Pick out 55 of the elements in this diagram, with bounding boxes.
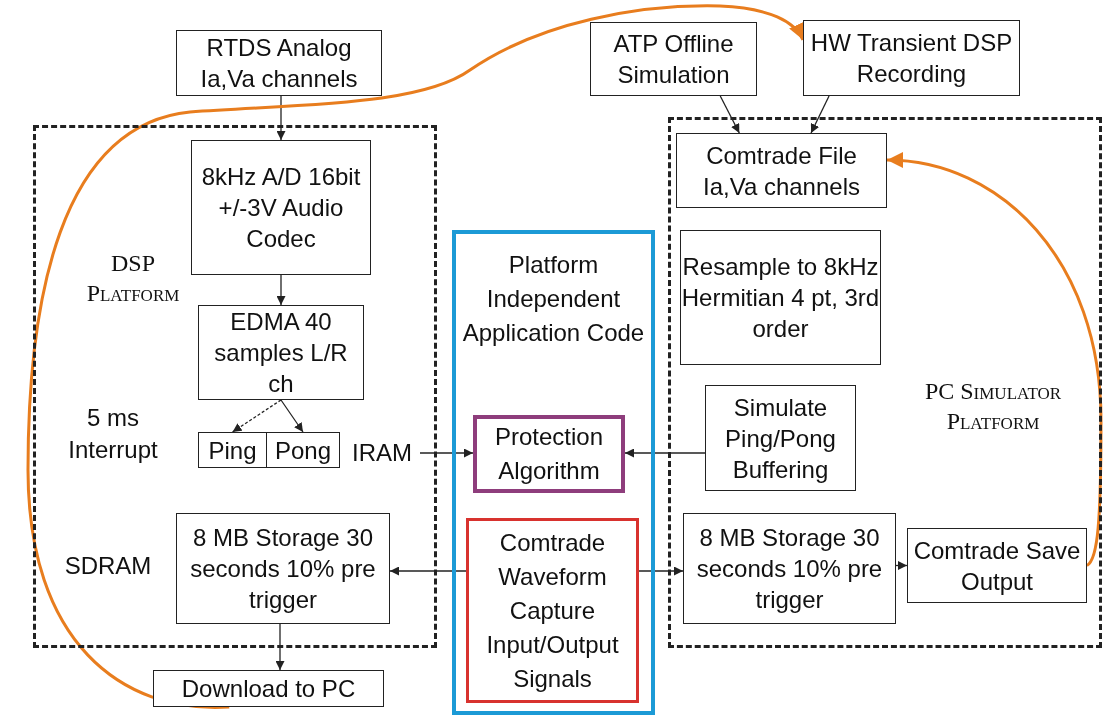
process-box	[705, 385, 856, 491]
arrow	[895, 561, 908, 570]
memory-label: IRAM	[352, 438, 412, 468]
node-text: ATP Offline Simulation	[612, 29, 735, 90]
node-text: Download to PC	[181, 674, 356, 704]
arrow	[638, 566, 684, 576]
node-text: 8 MB Storage 30 seconds 10% pre trigger	[695, 523, 884, 615]
arrow	[719, 95, 740, 134]
feedback-arrow	[886, 153, 1103, 567]
process-box	[266, 432, 340, 468]
side-label: 5 ms Interrupt	[67, 403, 159, 465]
node-text: Comtrade Save Output	[912, 535, 1082, 597]
arrow	[276, 95, 286, 141]
arrow	[624, 448, 706, 458]
side-label: SDRAM	[63, 551, 153, 581]
node-text: 8kHz A/D 16bit +/-3V Audio Codec	[200, 162, 362, 254]
node-text: Simulate Ping/Pong Buffering	[724, 392, 837, 485]
algorithm-box	[473, 415, 625, 493]
arrow	[419, 448, 474, 458]
arrow	[231, 399, 282, 433]
arrow	[810, 95, 830, 134]
node-text: Resample to 8kHz Hermitian 4 pt, 3rd order	[681, 252, 880, 344]
arrow	[275, 623, 285, 671]
feedback-arrow	[26, 4, 805, 709]
platform-title: DSP Platform	[85, 249, 181, 308]
container-title: Platform Independent Application Code	[461, 250, 646, 348]
arrow	[280, 399, 304, 433]
node-text: Pong	[274, 435, 332, 466]
application-container	[452, 230, 655, 715]
platform-container	[33, 125, 437, 648]
arrow	[389, 566, 467, 576]
capture-box	[466, 518, 639, 703]
process-box	[907, 528, 1087, 603]
process-box	[590, 22, 757, 96]
node-text: Protection Algorithm	[493, 422, 605, 486]
process-box	[676, 133, 887, 208]
node-text: Ping	[208, 435, 257, 466]
process-box	[153, 670, 384, 707]
platform-container	[668, 117, 1102, 648]
node-text: 8 MB Storage 30 seconds 10% pre trigger	[189, 523, 377, 615]
process-box	[176, 30, 382, 96]
process-box	[198, 432, 267, 468]
node-text: Comtrade File Ia,Va channels	[702, 140, 861, 202]
arrow	[276, 274, 286, 306]
process-box	[176, 513, 390, 624]
node-text: RTDS Analog Ia,Va channels	[199, 33, 359, 94]
process-box	[683, 513, 896, 624]
process-box	[803, 20, 1020, 96]
process-box	[198, 305, 364, 400]
node-text: HW Transient DSP Recording	[809, 28, 1014, 89]
node-text: EDMA 40 samples L/R ch	[213, 307, 349, 399]
process-box	[191, 140, 371, 275]
node-text: Comtrade Waveform Capture Input/Output Signals	[485, 527, 620, 694]
process-box	[680, 230, 881, 365]
platform-title: PC Simulator Platform	[923, 377, 1063, 436]
